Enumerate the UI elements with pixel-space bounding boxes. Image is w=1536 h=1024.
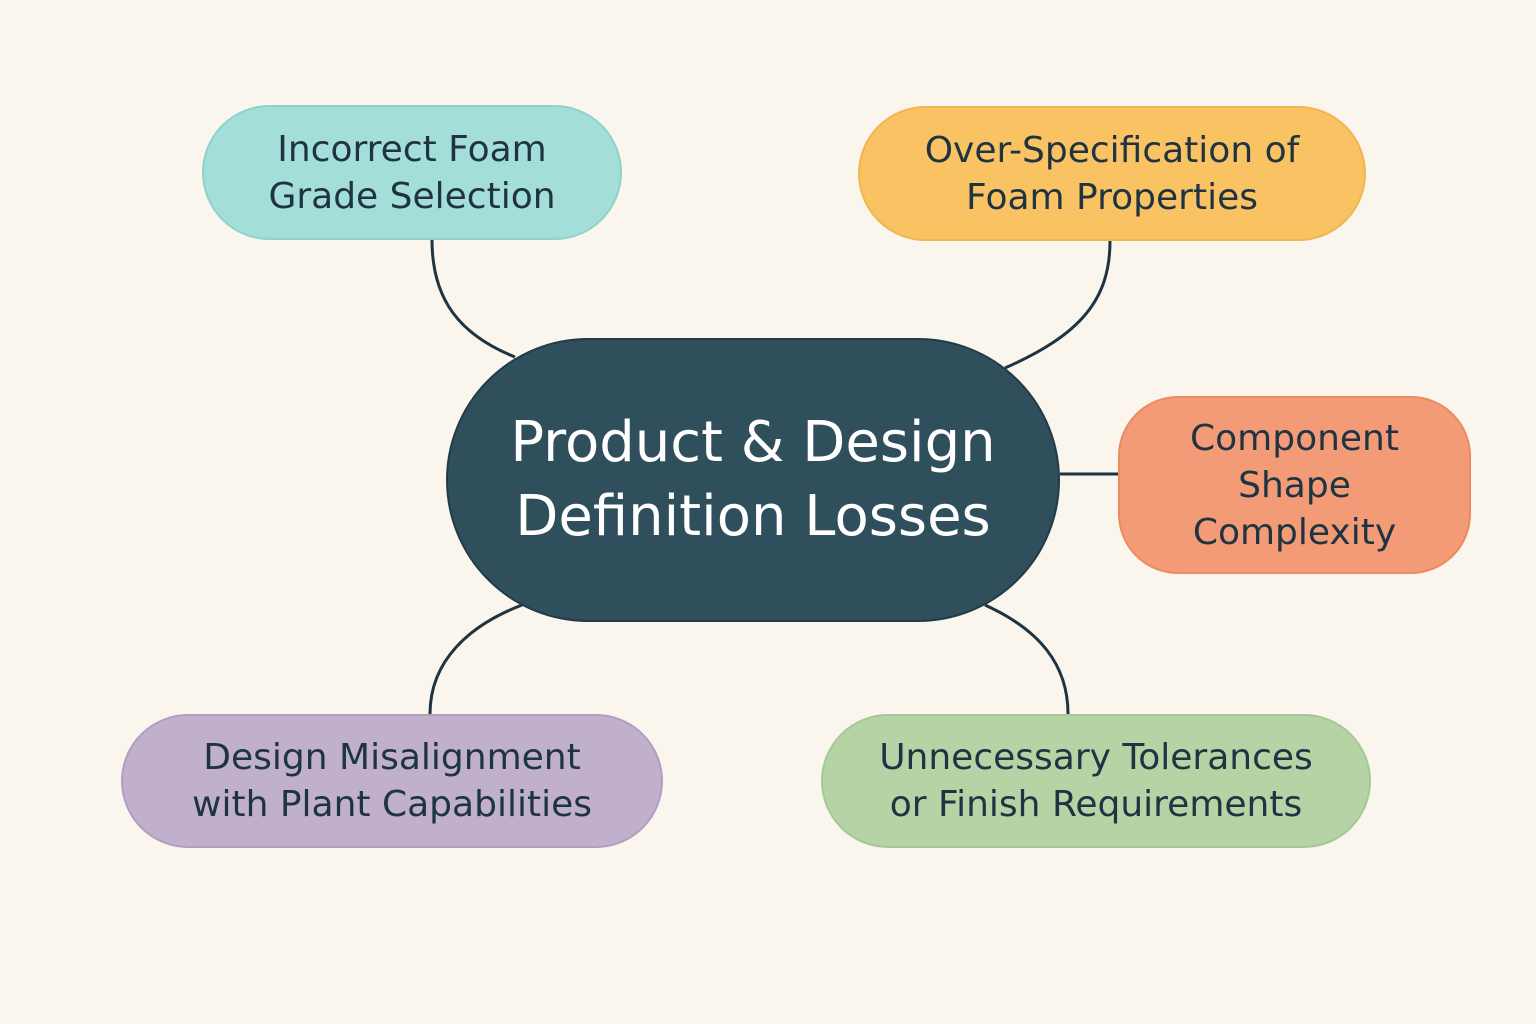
node-incorrect-foam-grade: Incorrect Foam Grade Selection — [202, 105, 622, 240]
node-component-shape-complexity: Component Shape Complexity — [1118, 396, 1471, 574]
connector-over-specification — [1004, 240, 1112, 370]
connector-unnecessary-tolerances — [984, 603, 1070, 715]
node-label: Component Shape Complexity — [1189, 417, 1399, 553]
central-topic-label: Product & Design Definition Losses — [510, 410, 996, 549]
central-topic-node: Product & Design Definition Losses — [446, 338, 1060, 622]
node-label: Unnecessary Tolerances or Finish Require… — [879, 737, 1313, 825]
node-label: Incorrect Foam Grade Selection — [268, 128, 556, 217]
node-unnecessary-tolerances: Unnecessary Tolerances or Finish Require… — [821, 714, 1371, 848]
node-over-specification: Over-Specification of Foam Properties — [858, 106, 1366, 241]
node-label: Design Misalignment with Plant Capabilit… — [192, 737, 592, 825]
connector-incorrect-foam — [430, 239, 516, 359]
node-label: Over-Specification of Foam Properties — [924, 129, 1300, 218]
connector-design-misalignment — [428, 603, 523, 715]
node-design-misalignment: Design Misalignment with Plant Capabilit… — [121, 714, 663, 848]
